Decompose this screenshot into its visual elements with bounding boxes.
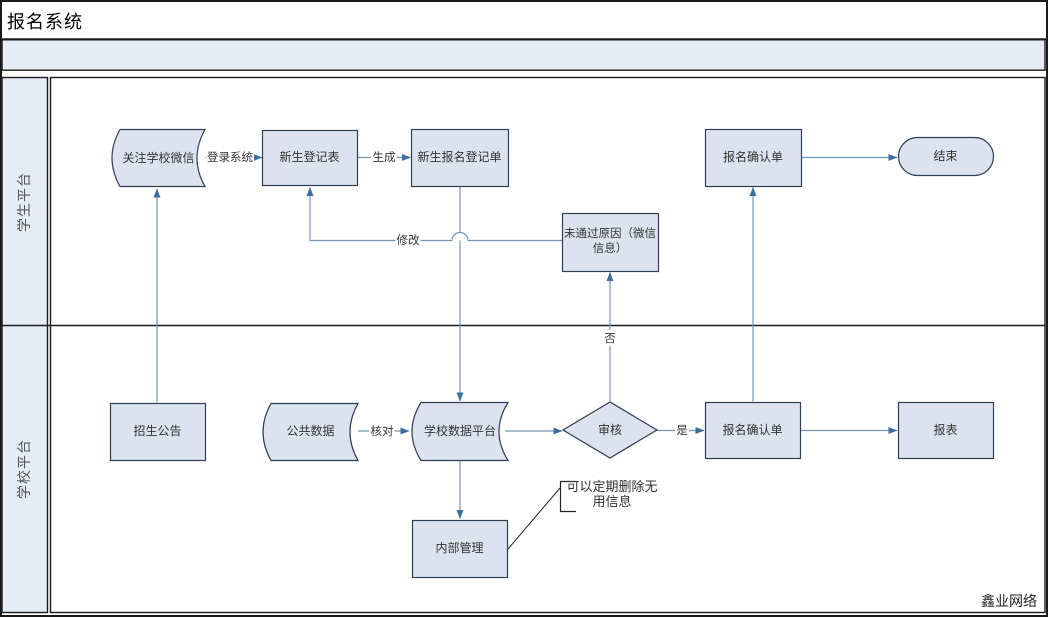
- node-confirmbottom-label: 报名确认单: [722, 422, 783, 437]
- edge-label-login: 登录系统: [206, 149, 254, 165]
- node-internal-shape: [411, 519, 509, 579]
- lane-school-label: 学校平台: [18, 439, 33, 499]
- node-notice-shape: [109, 402, 207, 462]
- node-end-label: 结束: [933, 148, 958, 163]
- node-schooldata-shape: [411, 401, 510, 462]
- node-review-shape: [561, 401, 659, 459]
- node-wechat-label: 关注学校微信: [122, 150, 195, 165]
- node-report-shape: [897, 401, 995, 460]
- annotation-text: 可以定期删除无用信息: [566, 479, 658, 509]
- node-schooldata-label: 学校数据平台: [423, 423, 496, 438]
- edge-label-generate: 生成: [371, 149, 397, 165]
- node-regform-shape: [261, 129, 359, 187]
- node-internal-label: 内部管理: [435, 541, 484, 555]
- lane-student: 学生平台: [1, 78, 47, 325]
- node-regsheet-label: 新生报名登记单: [417, 150, 502, 164]
- header-band: [1, 39, 1046, 71]
- node-wechat-shape: [111, 128, 207, 188]
- edge-label-no: 否: [603, 330, 617, 346]
- page-title: 报名系统: [7, 12, 83, 32]
- edge-label-modify: 修改: [395, 232, 421, 248]
- watermark: 鑫业网络: [981, 595, 1037, 610]
- node-reject-shape: [561, 212, 660, 273]
- node-confirmbottom-shape: [704, 401, 802, 460]
- lane-school: 学校平台: [1, 326, 47, 612]
- edge-label-yes: 是: [675, 422, 689, 438]
- annotation-leader-line: [507, 487, 561, 550]
- node-publicdata-label: 公共数据: [286, 424, 335, 438]
- node-confirmtop-shape: [704, 128, 803, 188]
- node-end-shape: [897, 136, 995, 177]
- node-publicdata-shape: [262, 402, 360, 462]
- edge-label-verify: 核对: [369, 423, 395, 439]
- edge-hop-mask: [452, 232, 468, 241]
- lane-student-label: 学生平台: [18, 171, 33, 232]
- node-confirmtop-label: 报名确认单: [722, 150, 783, 164]
- pool-body: [49, 76, 1046, 614]
- lane-label-column: [1, 76, 49, 614]
- annotation-bracket: [559, 480, 576, 513]
- node-reject-label: 未通过原因（微信信息）: [564, 228, 656, 255]
- node-notice-label: 招生公告: [133, 424, 182, 438]
- node-regform-label: 新生登记表: [279, 150, 340, 164]
- node-regsheet-shape: [410, 128, 510, 188]
- node-review-label: 审核: [597, 422, 622, 437]
- node-report-label: 报表: [933, 422, 958, 437]
- edge-reject-to-regform: [306, 187, 562, 242]
